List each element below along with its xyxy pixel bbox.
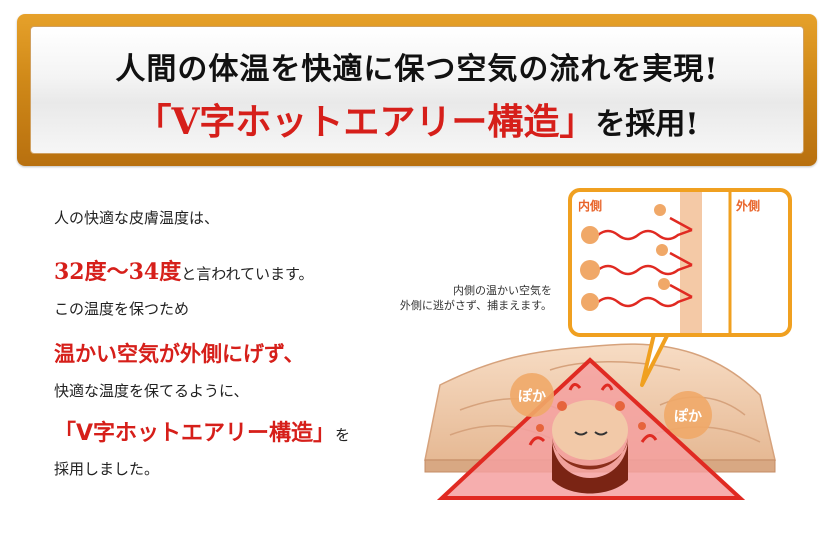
- text-line-6-rest: を: [335, 426, 351, 444]
- text-line-2-rest: と言われています。: [181, 265, 314, 283]
- fabric-layer: [680, 192, 702, 333]
- banner-subtitle: 「V字ホットエアリー構造」を採用!: [31, 93, 803, 145]
- temperature-highlight: 32度〜34度: [54, 259, 182, 285]
- poka-right-label: ぽか: [674, 408, 702, 425]
- inner-side-label: 内側: [578, 198, 602, 213]
- diagram-caption: 内側の温かい空気を 外側に逃がさず、捕まえます。: [382, 283, 552, 313]
- banner-adopted: を採用!: [595, 107, 699, 142]
- text-line-7: 採用しました。: [54, 460, 160, 478]
- text-line-3: この温度を保つため: [54, 300, 190, 318]
- structure-name-highlight: 「V字ホットエアリー構造」: [54, 421, 336, 446]
- text-line-5: 快適な温度を保てるように、: [54, 382, 249, 400]
- caption-line-2: 外側に逃がさず、捕まえます。: [399, 299, 552, 312]
- text-line-6: 「V字ホットエアリー構造」を: [54, 415, 350, 447]
- caption-line-1: 内側の温かい空気を: [453, 284, 552, 297]
- header-banner: 人間の体温を快適に保つ空気の流れを実現! 「V字ホットエアリー構造」を採用!: [17, 14, 817, 166]
- text-line-1: 人の快適な皮膚温度は、: [54, 209, 220, 227]
- v-structure-triangle: [436, 357, 746, 500]
- poka-bubble-right: ぽか: [664, 391, 712, 439]
- text-line-2: 32度〜34度と言われています。: [54, 254, 314, 286]
- poka-left-label: ぽか: [518, 388, 546, 405]
- airflow-callout: 内側 外側: [568, 188, 792, 387]
- v-structure-illustration: ぽか ぽか 内側 外側: [424, 188, 792, 500]
- poka-bubble-left: ぽか: [510, 373, 554, 417]
- banner-product-name: 「V字ホットエアリー構造」: [135, 101, 596, 143]
- text-line-4: 温かい空気が外側にげず、: [54, 341, 305, 366]
- outer-side-label: 外側: [736, 198, 760, 213]
- banner-title: 人間の体温を快適に保つ空気の流れを実現!: [115, 52, 719, 87]
- banner-panel: 人間の体温を快適に保つ空気の流れを実現! 「V字ホットエアリー構造」を採用!: [30, 26, 804, 154]
